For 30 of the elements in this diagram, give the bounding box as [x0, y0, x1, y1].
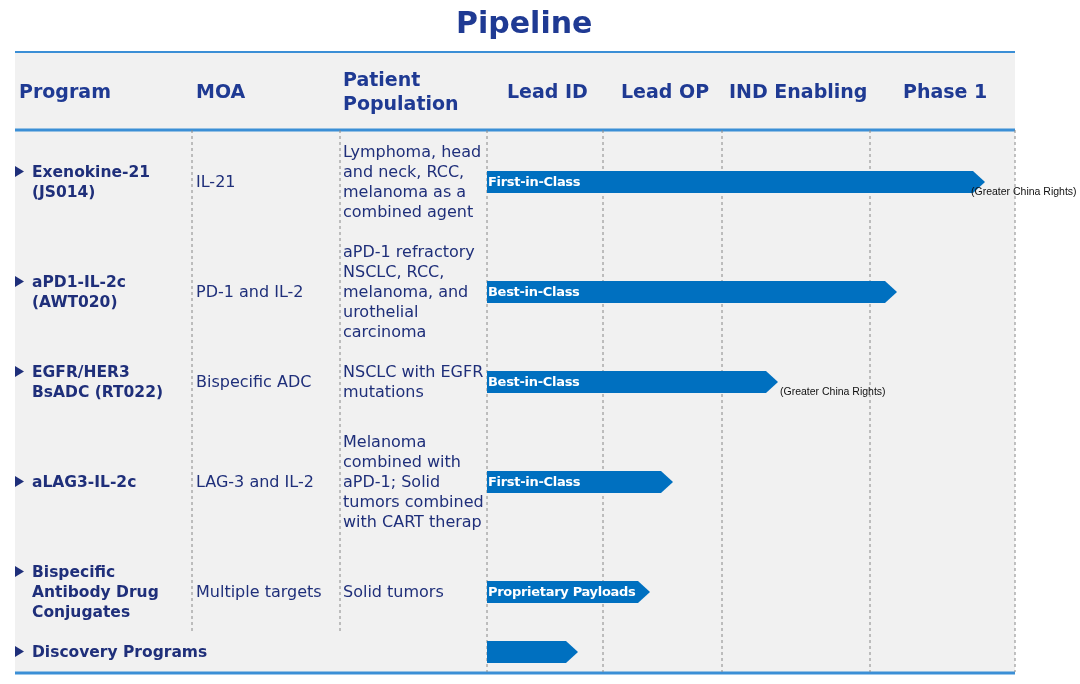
title: Pipeline: [456, 5, 593, 41]
mechanism-text: Melanoma combined with aPD-1; Solid tumors combined with CART therap: [343, 432, 485, 532]
column-header: Program: [19, 79, 112, 103]
mechanism-text: NSCLC with EGFR mutations: [343, 362, 485, 402]
arrow-bar: Best-in-Class: [487, 281, 897, 303]
program-name: EGFR/HER3 BsADC (RT022): [32, 362, 164, 402]
rights-note: (Greater China Rights): [780, 385, 886, 397]
column-header: Lead ID: [507, 79, 589, 103]
patient-population: LAG-3 and IL-2: [196, 472, 315, 492]
patient-population: Bispecific ADC: [196, 372, 313, 392]
mechanism-text: Solid tumors: [343, 582, 445, 602]
column-header: Patient Population: [343, 67, 460, 115]
arrow-bar: First-in-Class: [487, 471, 673, 493]
program-name: aPD1-IL-2c (AWT020): [32, 272, 127, 312]
program-name: aLAG3-IL-2c: [32, 472, 138, 492]
column-header: Lead OP: [621, 79, 711, 103]
mechanism-text: Lymphoma, head and neck, RCC, melanoma as a combined agent: [343, 142, 483, 222]
program-name: Discovery Programs: [32, 642, 209, 662]
arrow-bar: [487, 641, 578, 663]
program-name: Exenokine-21 (JS014): [32, 162, 151, 202]
mechanism-text: aPD-1 refractory NSCLC, RCC, melanoma, and urothelial carcinoma: [343, 242, 476, 342]
arrow-bar: Proprietary Payloads: [487, 581, 650, 603]
arrow-bar: Best-in-Class: [487, 371, 778, 393]
column-header: MOA: [196, 79, 247, 103]
patient-population: Multiple targets: [196, 582, 323, 602]
program-name: Bispecific Antibody Drug Conjugates: [32, 562, 160, 622]
patient-population: IL-21: [196, 172, 237, 192]
patient-population: PD-1 and IL-2: [196, 282, 305, 302]
column-header: Phase 1: [903, 79, 989, 103]
column-header: IND Enabling: [729, 79, 869, 103]
